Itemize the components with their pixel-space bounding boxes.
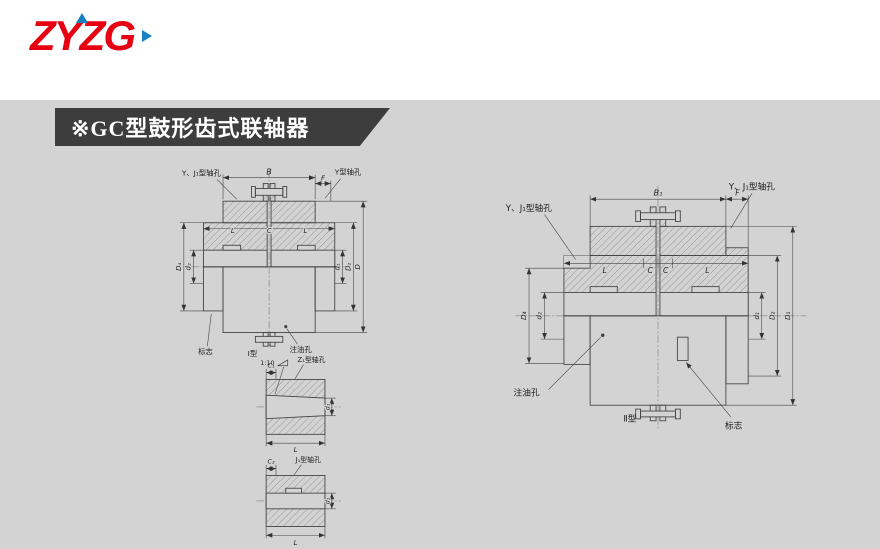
dim-C-left: C — [648, 266, 654, 275]
sleeve-left-section — [222, 200, 268, 224]
dim-d1-z1: d₁ — [324, 403, 331, 410]
dim-d2: d₂ — [535, 312, 544, 320]
keyway — [285, 487, 302, 494]
hub-left-end — [202, 266, 224, 312]
hub-right-end — [314, 266, 336, 312]
label-type1: Ⅰ型 — [248, 349, 258, 358]
dim-D1: D₁ — [783, 311, 792, 320]
dim-C-right: C — [663, 266, 669, 275]
sleeve-right-section — [659, 225, 727, 256]
dim-L-right: L — [705, 266, 709, 275]
taper-symbol — [276, 359, 289, 367]
dim-d1: d₁ — [752, 312, 761, 320]
flange-bolt-bottom — [254, 335, 284, 343]
keyway — [589, 286, 618, 293]
label-oil-hole: 注油孔 — [514, 386, 540, 398]
page-title: ※GC型鼓形齿式联轴器 — [71, 116, 310, 141]
taper-ratio: 1:10 — [260, 360, 274, 367]
dim-F: F — [321, 175, 326, 183]
logo-accent-triangle — [76, 13, 88, 23]
label-oil-hole: 注油孔 — [290, 345, 313, 354]
keyway — [222, 244, 242, 251]
dim-D4: D₄ — [519, 311, 528, 320]
sleeve-left-section — [589, 225, 657, 256]
content-area: ※GC型鼓形齿式联轴器 — [0, 100, 880, 549]
label-hole-j1: J₁型轴孔 — [295, 455, 321, 464]
hub-right-end — [725, 315, 749, 385]
dim-F: F — [735, 188, 740, 197]
header: ZYZG — [0, 0, 880, 100]
type2-main-view — [515, 185, 807, 431]
label-type2: Ⅱ型 — [623, 414, 636, 425]
brand-logo: ZYZG — [30, 12, 180, 68]
dim-C2: C₂ — [268, 459, 275, 466]
title-banner: ※GC型鼓形齿式联轴器 — [55, 108, 390, 146]
keyway — [297, 244, 316, 251]
type2-coupling-drawing: Y、J₁型轴孔 Y、J₁型轴孔 B₁ F L C C L d₂ D₄ d₁ D₂… — [505, 180, 807, 432]
type2-dimensions — [525, 193, 797, 418]
label-hole-y: Y型轴孔 — [334, 168, 362, 177]
dim-D: D — [354, 264, 362, 269]
hub-left-step — [563, 255, 591, 269]
dim-D2: D₂ — [344, 263, 352, 271]
oil-hole-mark — [284, 325, 288, 329]
dim-C1: C₁ — [268, 363, 275, 370]
type1-dimensions — [179, 174, 368, 347]
hub-right-flange — [725, 247, 749, 256]
label-hole-yj1-left: Y、J₁型轴孔 — [505, 202, 552, 214]
flange-bolt — [640, 212, 676, 221]
dim-L-left: L — [603, 266, 607, 275]
sleeve-right-section — [270, 200, 316, 224]
dim-D4: D₄ — [175, 263, 183, 271]
type1-detail-z1 — [256, 359, 341, 447]
dim-L-left: L — [231, 227, 235, 235]
type1-main-view — [191, 169, 347, 347]
flange-bolt — [254, 188, 284, 196]
dim-B: B — [266, 168, 271, 177]
label-mark: 标志 — [198, 347, 213, 356]
dim-L-j1: L — [294, 539, 298, 547]
mark-plate — [676, 336, 689, 361]
type1-detail-j1 — [256, 464, 341, 539]
label-mark: 标志 — [725, 420, 743, 432]
dim-d1: d₁ — [334, 263, 342, 270]
type1-coupling-drawing: Y、J₁型轴孔 B F Y型轴孔 L C L d₂ D₄ d₁ D₂ D 标志 … — [175, 168, 368, 547]
label-hole-z1: Z₁型轴孔 — [298, 355, 326, 364]
keyway — [691, 286, 720, 293]
dim-d2: d₂ — [185, 263, 193, 270]
label-hole-yj1: Y、J₁型轴孔 — [181, 169, 222, 178]
label-hole-yj1-right: Y、J₁型轴孔 — [728, 180, 775, 192]
dim-L-z1: L — [294, 446, 298, 454]
dim-D2: D₂ — [767, 311, 776, 320]
dim-d1-j1: d₁ — [324, 497, 331, 504]
dim-B1: B₁ — [654, 187, 663, 197]
dim-C: C — [267, 227, 272, 235]
oil-hole-mark — [600, 333, 605, 337]
flange-bolt-bottom — [640, 410, 676, 418]
hub-left-end — [563, 315, 591, 365]
dim-L-right: L — [303, 227, 307, 235]
logo-accent-triangle — [142, 30, 152, 42]
